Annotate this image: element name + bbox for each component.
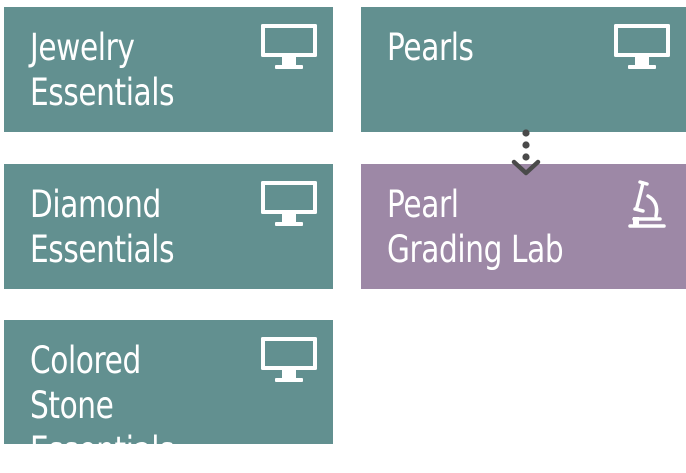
monitor-icon [259,178,319,230]
course-tile-diamond-essentials[interactable]: Diamond Essentials [4,164,333,289]
microscope-icon [612,178,672,230]
monitor-icon [612,21,672,73]
arrow-head-icon [511,159,541,176]
connector-dot [522,153,530,161]
monitor-icon [259,334,319,386]
course-tile-jewelry-essentials[interactable]: Jewelry Essentials [4,7,333,132]
course-tile-pearls[interactable]: Pearls [361,7,686,132]
course-title: Pearl Grading Lab [387,183,564,271]
connector-dot [522,141,530,149]
course-tile-colored-stone-essentials[interactable]: Colored Stone Essentials [4,320,333,472]
course-title: Jewelry Essentials [30,26,175,114]
dotted-arrow-connector [511,129,541,176]
course-title: Colored Stone Essentials [30,339,175,472]
course-title: Pearls [387,26,474,69]
monitor-icon [259,21,319,73]
course-title: Diamond Essentials [30,183,175,271]
connector-dot [522,129,530,137]
course-tile-pearl-grading-lab[interactable]: Pearl Grading Lab [361,164,686,289]
